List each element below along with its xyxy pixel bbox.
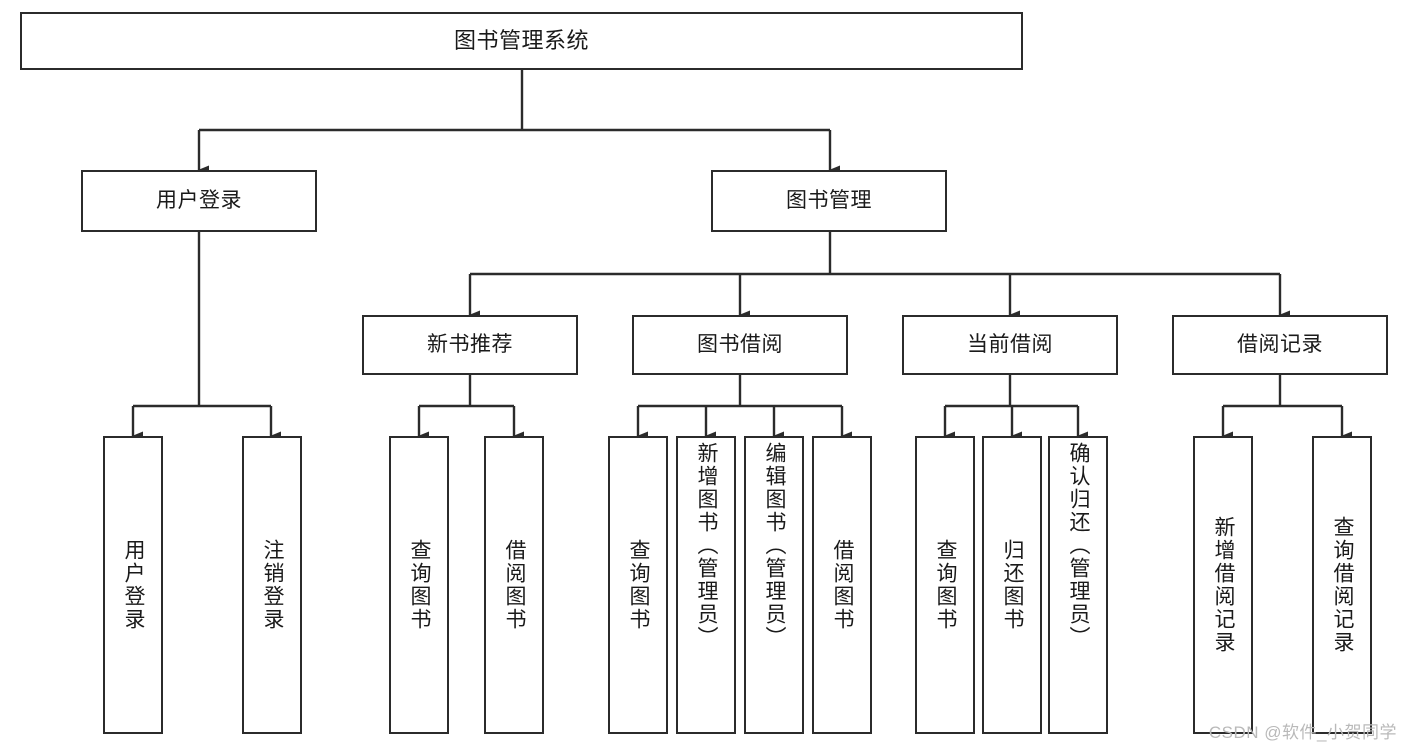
node-borrow-record[interactable]: 借阅记录 bbox=[1172, 315, 1388, 375]
node-label: 新增图书（管理员） bbox=[695, 442, 719, 649]
node-label: 借阅图书 bbox=[503, 539, 527, 631]
node-leaf-edit-book[interactable]: 编辑图书（管理员） bbox=[744, 436, 804, 734]
node-user-login[interactable]: 用户登录 bbox=[81, 170, 317, 232]
node-label: 编辑图书（管理员） bbox=[763, 442, 787, 649]
node-label: 借阅图书 bbox=[831, 539, 855, 631]
node-new-book-recommend[interactable]: 新书推荐 bbox=[362, 315, 578, 375]
node-leaf-query-borrow-record[interactable]: 查询借阅记录 bbox=[1312, 436, 1372, 734]
node-label: 查询图书 bbox=[934, 539, 958, 631]
node-book-manage[interactable]: 图书管理 bbox=[711, 170, 947, 232]
node-leaf-query-book-recommend[interactable]: 查询图书 bbox=[389, 436, 449, 734]
node-label: 图书借阅 bbox=[697, 333, 783, 357]
watermark-text: CSDN @软件_小贺同学 bbox=[1208, 723, 1397, 742]
node-label: 确认归还（管理员） bbox=[1067, 442, 1091, 649]
node-leaf-confirm-return[interactable]: 确认归还（管理员） bbox=[1048, 436, 1108, 734]
node-label: 当前借阅 bbox=[967, 333, 1053, 357]
node-label: 用户登录 bbox=[156, 189, 242, 213]
node-leaf-logout-login[interactable]: 注销登录 bbox=[242, 436, 302, 734]
node-leaf-return-book[interactable]: 归还图书 bbox=[982, 436, 1042, 734]
node-label: 归还图书 bbox=[1001, 539, 1025, 631]
node-leaf-borrow-book-recommend[interactable]: 借阅图书 bbox=[484, 436, 544, 734]
node-leaf-user-login[interactable]: 用户登录 bbox=[103, 436, 163, 734]
node-book-borrow[interactable]: 图书借阅 bbox=[632, 315, 848, 375]
node-leaf-query-book-borrow[interactable]: 查询图书 bbox=[608, 436, 668, 734]
node-label: 注销登录 bbox=[261, 539, 285, 631]
node-label: 图书管理系统 bbox=[453, 27, 589, 53]
node-label: 新增借阅记录 bbox=[1212, 516, 1236, 654]
node-label: 用户登录 bbox=[122, 539, 146, 631]
node-label: 借阅记录 bbox=[1237, 333, 1323, 357]
node-label: 查询图书 bbox=[408, 539, 432, 631]
node-root-system[interactable]: 图书管理系统 bbox=[20, 12, 1023, 70]
node-leaf-borrow-book[interactable]: 借阅图书 bbox=[812, 436, 872, 734]
node-label: 查询图书 bbox=[627, 539, 651, 631]
node-label: 新书推荐 bbox=[427, 333, 513, 357]
node-leaf-add-borrow-record[interactable]: 新增借阅记录 bbox=[1193, 436, 1253, 734]
node-leaf-add-book[interactable]: 新增图书（管理员） bbox=[676, 436, 736, 734]
node-label: 图书管理 bbox=[786, 189, 872, 213]
node-current-borrow[interactable]: 当前借阅 bbox=[902, 315, 1118, 375]
node-label: 查询借阅记录 bbox=[1331, 516, 1355, 654]
node-leaf-query-book-current[interactable]: 查询图书 bbox=[915, 436, 975, 734]
